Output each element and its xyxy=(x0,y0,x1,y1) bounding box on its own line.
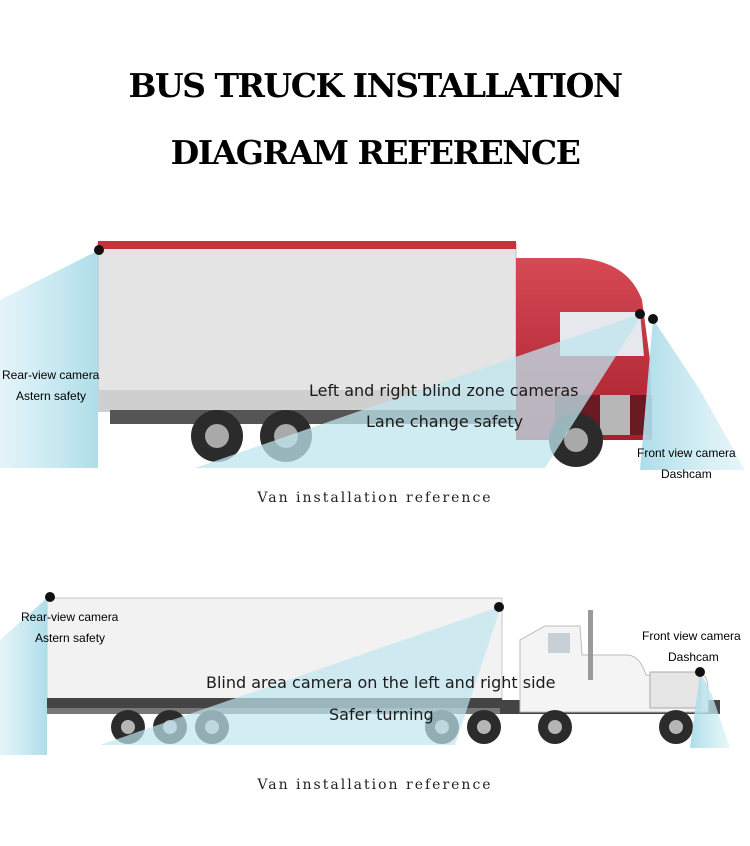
side-camera-beam-2 xyxy=(100,607,499,745)
page-title-line-1: BUS TRUCK INSTALLATION xyxy=(128,66,623,105)
rear-camera-sublabel: Astern safety xyxy=(16,389,87,403)
front-camera-label: Front view camera xyxy=(637,446,736,460)
blind-area-label: Blind area camera on the left and right … xyxy=(206,673,556,692)
diagram-2-caption: Van installation reference xyxy=(257,777,493,793)
rear-camera-dot-2 xyxy=(45,592,55,602)
front-camera-dot-2 xyxy=(695,667,705,677)
front-camera-sublabel: Dashcam xyxy=(661,467,712,481)
blind-zone-sublabel: Lane change safety xyxy=(366,412,524,431)
rear-camera-dot xyxy=(94,245,104,255)
rear-camera-label: Rear-view camera xyxy=(2,368,100,382)
side-camera-dot-2 xyxy=(494,602,504,612)
front-camera-beam-2 xyxy=(690,672,730,748)
page-title-line-2: DIAGRAM REFERENCE xyxy=(170,133,581,172)
blind-zone-label: Left and right blind zone cameras xyxy=(309,381,579,400)
rear-camera-sublabel-2: Astern safety xyxy=(35,631,106,645)
rear-camera-beam xyxy=(0,250,99,468)
front-camera-dot xyxy=(648,314,658,324)
side-camera-dot xyxy=(635,309,645,319)
front-camera-label-2: Front view camera xyxy=(642,629,741,643)
rear-camera-beam-2 xyxy=(0,598,47,755)
front-camera-sublabel-2: Dashcam xyxy=(668,650,719,664)
front-camera-beam xyxy=(640,319,745,470)
rear-camera-label-2: Rear-view camera xyxy=(21,610,119,624)
diagram-1-caption: Van installation reference xyxy=(257,490,493,506)
side-camera-beam xyxy=(195,314,640,468)
blind-area-sublabel: Safer turning xyxy=(329,705,434,724)
